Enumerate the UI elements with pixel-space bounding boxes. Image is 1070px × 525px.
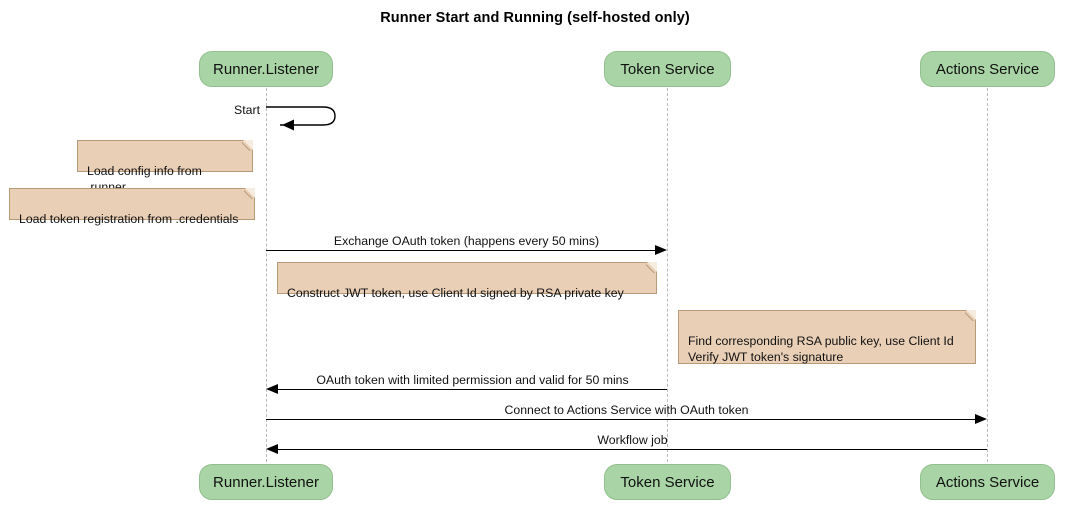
participant-label: Runner.Listener bbox=[213, 61, 319, 78]
lifeline-token bbox=[667, 88, 668, 462]
participant-label: Token Service bbox=[620, 61, 715, 78]
participant-actions-top[interactable]: Actions Service bbox=[920, 51, 1055, 87]
message-label-connect: Connect to Actions Service with OAuth to… bbox=[504, 403, 749, 417]
note-text: Find corresponding RSA public key, use C… bbox=[688, 334, 954, 364]
message-line-oauth-return bbox=[278, 389, 667, 390]
note-fold-edge-icon bbox=[646, 262, 657, 273]
message-line-exchange bbox=[266, 250, 655, 251]
participant-token-top[interactable]: Token Service bbox=[604, 51, 731, 87]
message-label-oauth-return: OAuth token with limited permission and … bbox=[316, 373, 629, 387]
note-text: Construct JWT token, use Client Id signe… bbox=[287, 286, 624, 300]
page-title: Runner Start and Running (self-hosted on… bbox=[380, 10, 690, 26]
participant-label: Token Service bbox=[620, 474, 715, 491]
message-label-exchange: Exchange OAuth token (happens every 50 m… bbox=[333, 234, 600, 248]
participant-token-bottom[interactable]: Token Service bbox=[604, 464, 731, 500]
participant-actions-bottom[interactable]: Actions Service bbox=[920, 464, 1055, 500]
message-label-workflow: Workflow job bbox=[597, 433, 668, 447]
message-label-start: Start bbox=[234, 103, 260, 117]
participant-label: Actions Service bbox=[935, 61, 1040, 78]
message-arrowhead-connect bbox=[975, 414, 987, 424]
participant-label: Runner.Listener bbox=[213, 474, 319, 491]
message-arrowhead-exchange bbox=[655, 245, 667, 255]
note-construct-jwt: Construct JWT token, use Client Id signe… bbox=[277, 262, 657, 300]
participant-runner-top[interactable]: Runner.Listener bbox=[199, 51, 333, 87]
note-load-token: Load token registration from .credential… bbox=[9, 188, 255, 226]
participant-runner-bottom[interactable]: Runner.Listener bbox=[199, 464, 333, 500]
lifeline-actions bbox=[987, 88, 988, 462]
self-message-start bbox=[266, 103, 346, 131]
note-fold-edge-icon bbox=[244, 188, 255, 199]
message-line-workflow bbox=[278, 449, 987, 450]
participant-label: Actions Service bbox=[935, 474, 1040, 491]
message-arrowhead-workflow bbox=[266, 444, 278, 454]
note-verify-jwt: Find corresponding RSA public key, use C… bbox=[678, 310, 976, 364]
note-text: Load token registration from .credential… bbox=[19, 212, 239, 226]
note-fold-edge-icon bbox=[242, 140, 253, 151]
message-arrowhead-oauth-return bbox=[266, 384, 278, 394]
note-load-config: Load config info from .runner bbox=[77, 140, 253, 194]
note-fold-edge-icon bbox=[965, 310, 976, 321]
lifeline-runner bbox=[266, 88, 267, 462]
message-line-connect bbox=[266, 419, 975, 420]
